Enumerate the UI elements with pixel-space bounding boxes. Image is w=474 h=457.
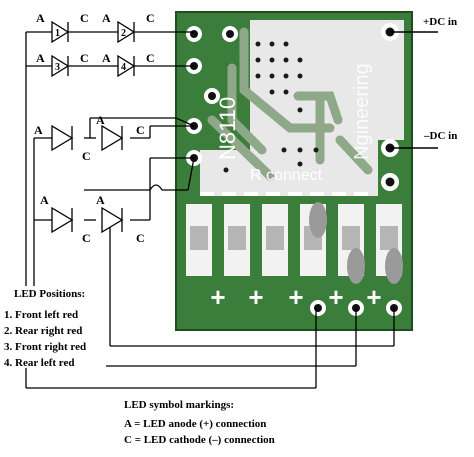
cathode-label: C [136,231,145,245]
legend-item: 3. Front right red [4,341,87,353]
cathode-label: C [146,51,155,65]
minus-dc-label: –DC in [423,130,457,142]
plus-sign: + [328,282,343,312]
anode-label: A [36,51,45,65]
anode-label: A [102,51,111,65]
legend-item: 1. Front left red [4,309,79,321]
decoder-pcb: N8110 Ngineering R connect + + + + + [175,11,413,331]
led-4-symbol [117,54,136,78]
anode-label: A [96,193,105,207]
led-2-symbol [117,20,136,44]
plus-sign: + [248,282,263,312]
symbol-legend-line: C = LED cathode (–) connection [124,434,275,446]
cathode-label: C [80,51,89,65]
power-leads [390,31,438,149]
led-number: 1 [55,28,60,39]
led-1-symbol [51,20,70,44]
cathode-label: C [136,123,145,137]
cathode-label: C [80,11,89,25]
anode-label: A [34,123,43,137]
symbol-legend-line: A = LED anode (+) connection [124,418,267,430]
led-symbol [51,124,74,152]
smd-components [186,202,403,284]
legend-item: 2. Rear right red [4,325,83,337]
legend-title: LED Positions: [14,288,86,300]
symbol-markings-legend: LED symbol markings: A = LED anode (+) c… [124,399,354,448]
plus-sign: + [288,282,303,312]
r-connect-label: R connect [250,167,323,184]
led-3-symbol [51,54,70,78]
anode-label: A [96,113,105,127]
led-number: 3 [55,62,60,73]
led-positions-legend: LED Positions: 1. Front left red 2. Rear… [4,288,104,369]
wiring [25,31,395,389]
cathode-label: C [146,11,155,25]
copper-trace [207,27,373,181]
cathode-label: C [82,231,91,245]
cathode-label: C [82,149,91,163]
led-number: 4 [121,62,126,73]
board-model-text: N8110 [215,97,240,160]
led-number: 2 [121,28,126,39]
anode-label: A [36,11,45,25]
legend-item: 4. Rear left red [4,357,75,369]
led-symbol [101,124,124,152]
plus-dc-label: +DC in [423,16,457,28]
board-brand-text: Ngineering [351,63,373,160]
led-symbol [51,206,74,234]
plus-sign: + [210,282,225,312]
legend-background [4,286,106,368]
anode-label: A [40,193,49,207]
symbol-legend-title: LED symbol markings: [124,399,235,411]
led-symbol [101,206,124,234]
anode-label: A [102,11,111,25]
plus-sign: + [366,282,381,312]
via-holes [223,41,319,173]
